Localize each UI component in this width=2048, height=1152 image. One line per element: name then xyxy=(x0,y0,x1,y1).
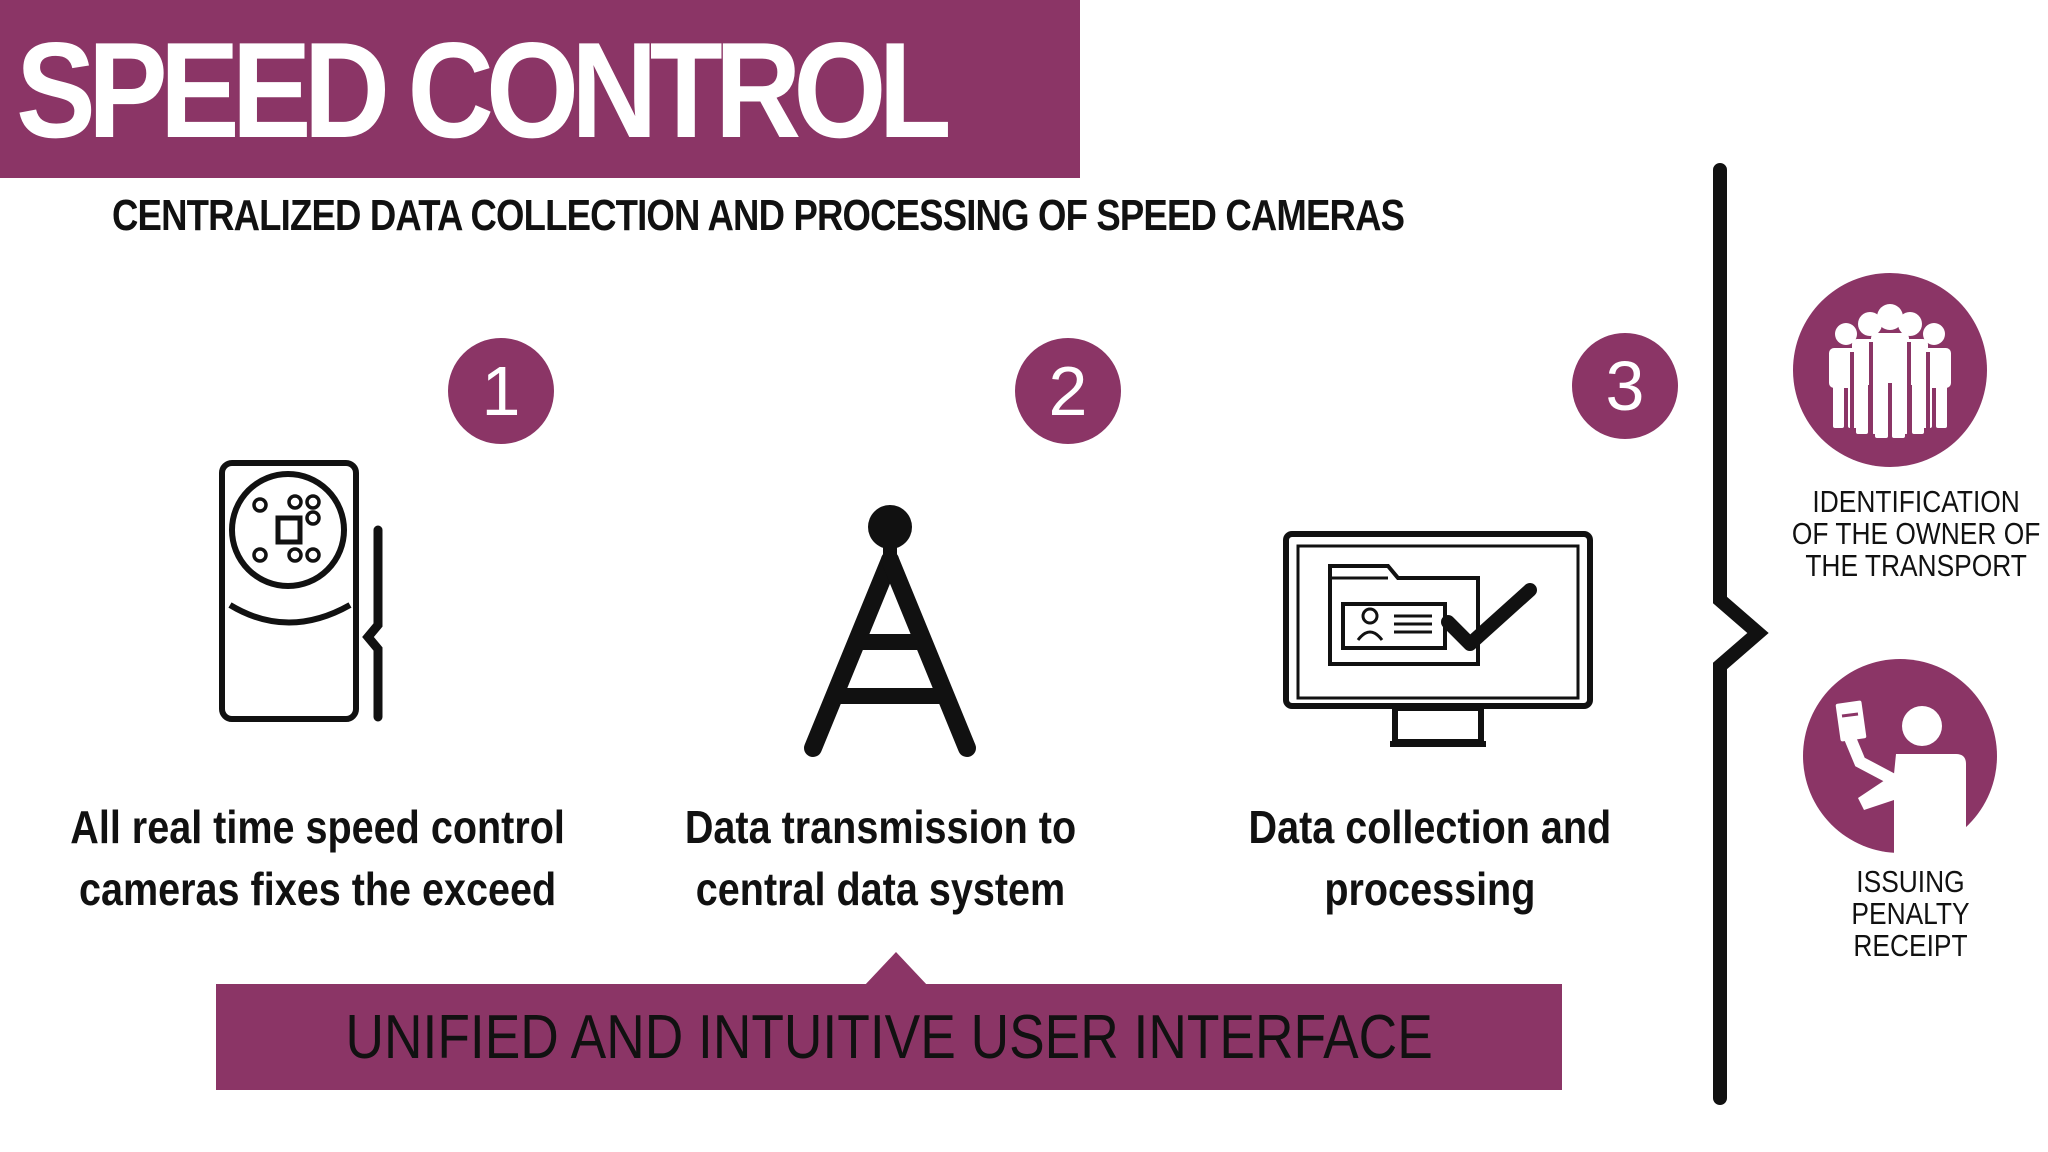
step-3-badge: 3 xyxy=(1572,333,1678,439)
page-subtitle: CENTRALIZED DATA COLLECTION AND PROCESSI… xyxy=(112,191,1405,240)
step-2-badge: 2 xyxy=(1015,338,1121,444)
step-1-badge: 1 xyxy=(448,338,554,444)
monitor-checkmark-icon xyxy=(1283,531,1593,747)
ui-banner-label: UNIFIED AND INTUITIVE USER INTERFACE xyxy=(345,1002,1433,1072)
banner-pointer xyxy=(864,952,928,986)
outcome-2-label: ISSUING PENALTY RECEIPT xyxy=(1850,864,1970,963)
radio-tower-icon xyxy=(804,505,976,757)
outcome-bracket xyxy=(1713,163,1769,1105)
ui-banner xyxy=(216,984,1562,1090)
speed-camera-icon xyxy=(219,460,383,722)
people-group-icon xyxy=(1793,273,1987,467)
title-bar xyxy=(0,0,1080,178)
page-title: SPEED CONTROL xyxy=(16,14,952,166)
person-with-receipt-icon xyxy=(1803,659,1997,854)
outcome-1-label: IDENTIFICATION OF THE OWNER OF THE TRANS… xyxy=(1791,484,2041,583)
